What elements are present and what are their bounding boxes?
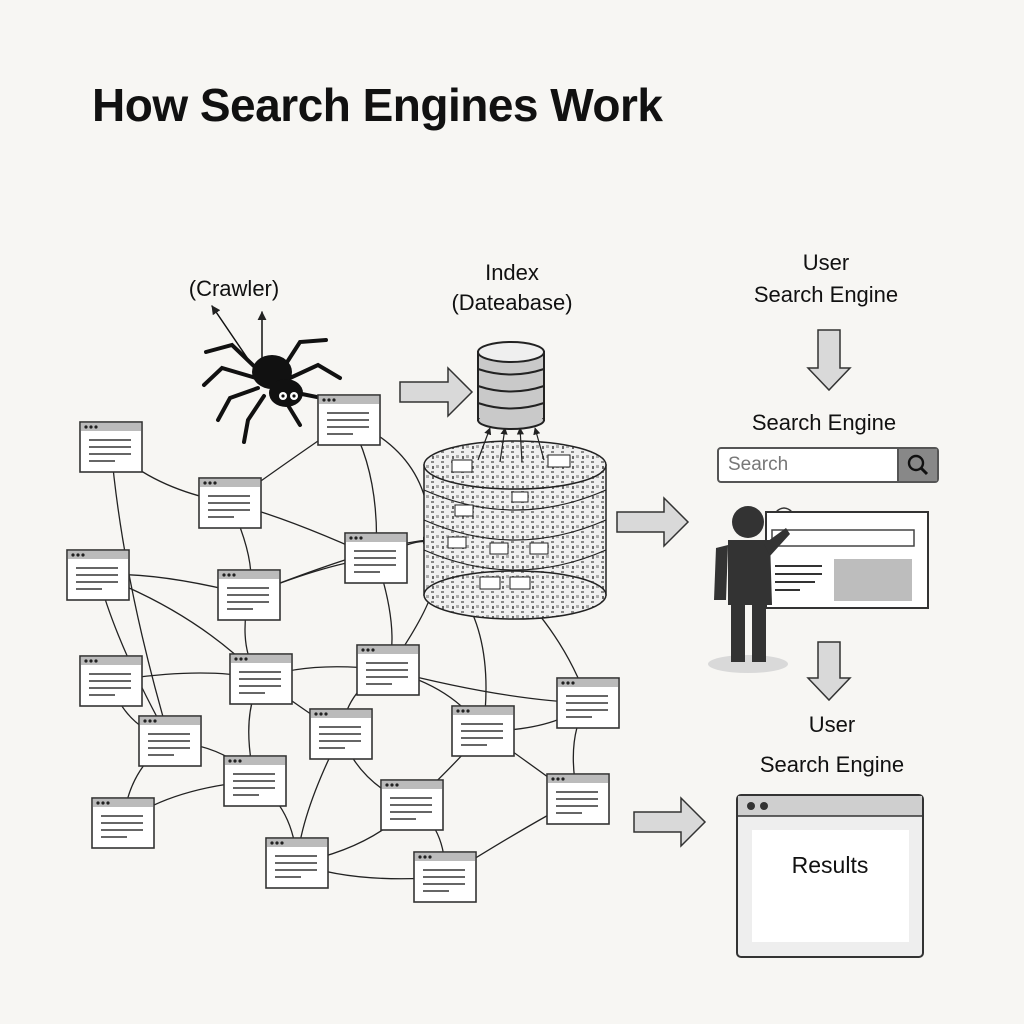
webpage-icon: [217, 569, 281, 621]
search-engine-label: Search Engine: [751, 410, 897, 435]
arrow-network-to-results: [633, 796, 707, 848]
user-top-sublabel: Search Engine: [753, 282, 899, 307]
webpage-icon: [413, 851, 477, 903]
webpage-icon: [79, 421, 143, 473]
arrow-user-to-results: [806, 641, 852, 702]
page-title: How Search Engines Work: [92, 79, 663, 131]
results-window: [736, 794, 924, 958]
webpage-icon: [309, 708, 373, 760]
crawl-link: [110, 446, 172, 742]
webpage-icon: [223, 755, 287, 807]
webpage-icon: [344, 532, 408, 584]
webpage-icon: [356, 644, 420, 696]
spider-icon: [202, 305, 342, 444]
results-label: Results: [791, 852, 869, 878]
magnifier-icon: [907, 454, 929, 476]
arrow-index-to-search: [616, 496, 690, 548]
database-icon: [477, 341, 545, 430]
webpage-icon: [138, 715, 202, 767]
webpage-icon: [317, 394, 381, 446]
user-top-label: User: [802, 250, 850, 275]
flow-arrows: [399, 329, 852, 848]
webpage-icon: [546, 773, 610, 825]
webpage-icon: [265, 837, 329, 889]
search-button[interactable]: [897, 449, 937, 481]
arrow-user-to-search-engine: [806, 329, 852, 392]
search-bar[interactable]: Search: [717, 447, 939, 483]
webpage-icon: [451, 705, 515, 757]
webpage-icon: [79, 655, 143, 707]
webpage-icon: [91, 797, 155, 849]
index-cylinder: [423, 427, 607, 620]
user-bottom-label: User: [808, 712, 856, 737]
index-label: Index: [485, 260, 539, 285]
search-placeholder: Search: [728, 454, 789, 475]
crawler-label: (Crawler): [188, 276, 280, 301]
webpage-icon: [380, 779, 444, 831]
webpage-icon: [556, 677, 620, 729]
webpage-icon: [229, 653, 293, 705]
user-figure-icon: [708, 506, 929, 673]
webpage-network: [66, 394, 620, 903]
index-sublabel: (Dateabase): [451, 290, 573, 315]
webpage-icon: [198, 477, 262, 529]
arrow-crawler-to-index: [399, 366, 474, 418]
webpage-icon: [66, 549, 130, 601]
user-bottom-sublabel: Search Engine: [759, 752, 905, 777]
